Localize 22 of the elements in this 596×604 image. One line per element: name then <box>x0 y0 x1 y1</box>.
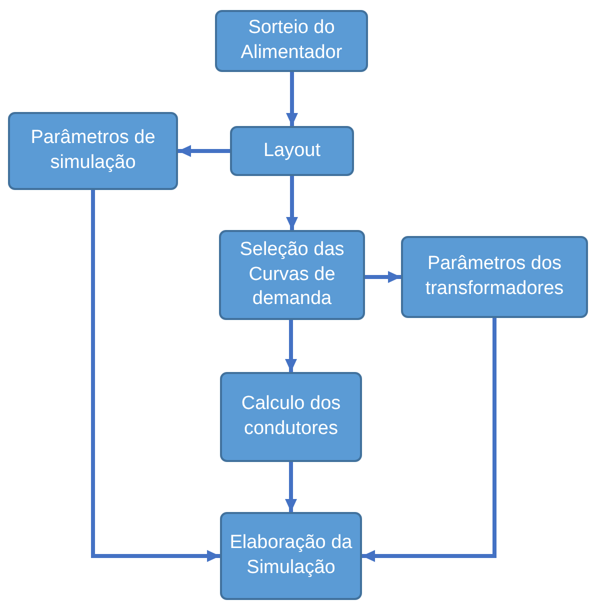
box-label: Parâmetros dos transformadores <box>424 252 565 301</box>
box-label: Sorteio do Alimentador <box>240 16 344 65</box>
box-label: Elaboração da Simulação <box>228 531 354 580</box>
process-box <box>219 230 365 320</box>
arrow <box>91 190 220 562</box>
process-box <box>215 10 368 72</box>
process-box <box>8 112 178 190</box>
box-label: Parâmetros de simulação <box>30 126 156 175</box>
process-box <box>401 236 588 318</box>
process-box <box>230 126 354 176</box>
arrow <box>362 318 496 562</box>
process-box <box>220 512 362 600</box>
arrow <box>365 271 401 283</box>
arrow <box>286 72 298 126</box>
arrow <box>286 176 298 230</box>
process-box <box>220 372 362 462</box>
box-label: Calculo dos condutores <box>240 392 342 441</box>
box-label: Layout <box>263 138 321 163</box>
arrow <box>285 320 297 372</box>
arrow <box>285 462 297 512</box>
arrow <box>178 145 230 157</box>
box-label: Seleção das Curvas de demanda <box>238 238 346 312</box>
